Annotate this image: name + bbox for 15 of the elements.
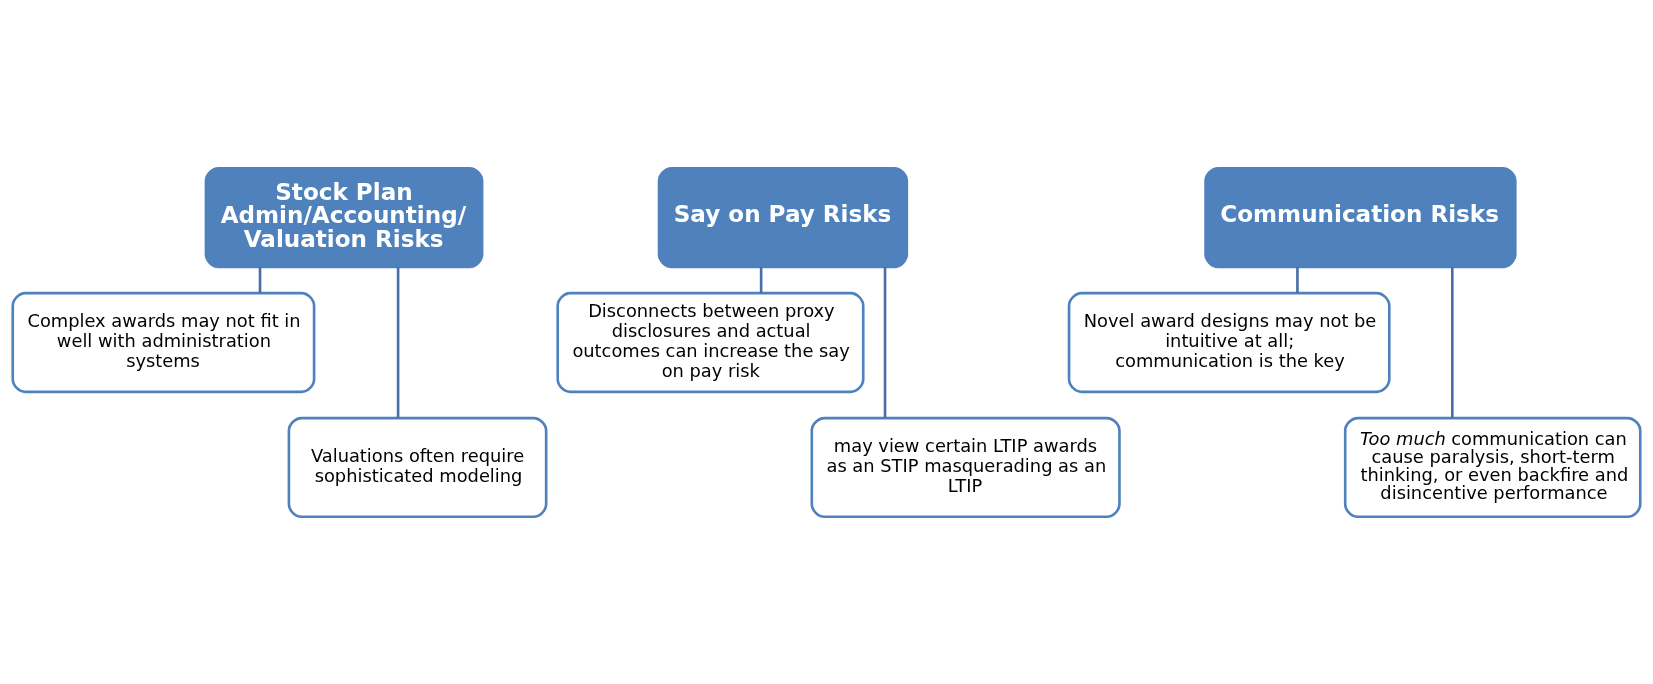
connector	[1296, 266, 1299, 293]
connector	[759, 266, 763, 293]
node-box: Too much communication can cause paralysis, short-term thinking, or even backfire and disincentive performance	[1343, 416, 1642, 518]
node-box: Say on Pay Risks	[657, 166, 909, 268]
node-box: Stock Plan Admin/Accounting/ Valuation Risks	[204, 166, 484, 268]
node-box: Valuations often require sophisticated modeling	[287, 416, 548, 518]
node-box: Disconnects between proxy disclosures and actual outcomes can increase the say on pay risk	[556, 291, 865, 393]
node-box: Communication Risks	[1204, 166, 1517, 268]
connector	[883, 266, 887, 418]
node-box: Complex awards may not fit in well with administration systems	[11, 291, 316, 393]
node-box: Novel award designs may not be intuitive at all; communication is the key	[1067, 291, 1391, 393]
connector	[396, 266, 400, 418]
connector	[1451, 266, 1454, 418]
connector	[258, 266, 262, 293]
node-box: may view certain LTIP awards as an STIP masquerading as an LTIP	[810, 416, 1121, 518]
